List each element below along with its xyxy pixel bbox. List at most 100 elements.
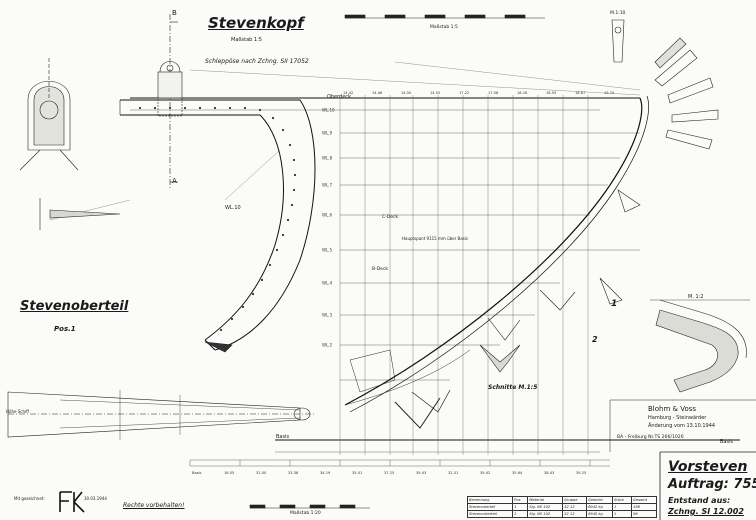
tow-eye (157, 61, 183, 117)
title-block-company: Blohm & Voss (648, 405, 697, 413)
waterline-label: WL.6 (322, 213, 332, 218)
waterline-label: WL.10 (322, 108, 335, 113)
station-label: 14.46 (372, 91, 383, 95)
stamp-logo (59, 491, 85, 513)
hoehe-note: Höhe Schiff (6, 409, 29, 414)
top-scale-label: Maßstab 1:5 (430, 25, 458, 30)
bottom-station-label: 31.00 (256, 471, 267, 475)
station-label: 18.18 (517, 91, 528, 95)
parts-list-header-cell: Pos. (512, 496, 529, 504)
section-two-label: 2 (592, 335, 598, 344)
station-label: 18.55 (546, 91, 556, 95)
bottom-station-label: 16.05 (224, 471, 234, 475)
drawn-date: 30.03.1944 (84, 496, 107, 501)
station-label: 17.22 (459, 91, 469, 95)
parts-list-cell: Sig. NS 102 (527, 503, 564, 511)
parts-list-cell: 6945 kg (586, 510, 613, 518)
tow-eye-note: Schleppöse nach Zchng. SII 17052 (205, 58, 309, 65)
waterline-label: WL.9 (322, 131, 332, 136)
station-label: 18.67 (575, 91, 585, 95)
title-block-derived-from: Entstand aus: (668, 496, 731, 505)
b-deck-label: B-Deck (372, 267, 389, 272)
basis-label: Basis (276, 434, 290, 440)
parts-list-cell: 198 (631, 503, 657, 511)
bottom-station-label: 38.43 (544, 471, 554, 475)
bottom-station-label: 34.19 (320, 471, 331, 475)
detail-m12 (650, 299, 750, 393)
stem-head-profile (119, 99, 316, 353)
top-scale-bar (344, 14, 545, 19)
waterline-label: WL.7 (322, 183, 332, 188)
title-block-archive: BA - Freiburg Nr.TS 266/1026 (617, 435, 684, 440)
bottom-scale-label: Maßstab 1:20 (290, 511, 321, 516)
drawing-title-scale: Maßstab 1:5 (231, 37, 262, 43)
parts-list-cell: 1 (512, 503, 529, 511)
station-label: 19.75 (604, 91, 614, 95)
cross-section-top-left (19, 58, 79, 171)
station-label: 14.42 (343, 91, 353, 95)
parts-list-header-cell: Benennung (466, 496, 514, 504)
title-block-company-city: Hamburg - Steinwärder (648, 415, 707, 421)
basis-label-right: Basis (720, 439, 734, 445)
wl-label: WL.10 (225, 205, 241, 211)
bottom-scale-bar (249, 504, 370, 509)
bottom-station-label: Basis (192, 471, 202, 475)
top-right-scale-label: M.1:10 (610, 11, 626, 16)
upper-part-pos: Pos.1 (54, 325, 76, 333)
station-lines (339, 95, 589, 455)
parts-list-cell: 1 (611, 503, 633, 511)
bottom-station-label: 39.43 (416, 471, 426, 475)
drawing-title: Stevenkopf (208, 14, 304, 32)
parts-list-cell: 52 12 (562, 510, 588, 518)
upper-part-title: Stevenoberteil (20, 299, 129, 314)
section-one-label: 1 (611, 299, 618, 309)
c-deck-label: C-Deck (382, 215, 399, 220)
stem-profile (344, 95, 649, 413)
parts-list-header-cell: Material (527, 496, 564, 504)
bottom-station-label: 35.64 (512, 471, 523, 475)
parts-list-cell: 1 (611, 510, 633, 518)
mid-right-section (599, 189, 641, 305)
parts-list-cell: 98 (631, 510, 657, 518)
title-block-drawing-no: Zchng. SI 12.002 (668, 507, 744, 516)
waterline-label: WL.8 (322, 156, 332, 161)
parts-list-cell: Sig. NS 102 (527, 510, 564, 518)
bottom-ruler (189, 459, 610, 467)
waterlines (130, 97, 740, 453)
deck-label: Oberdeck (327, 94, 352, 100)
station-label: 14.52 (430, 91, 440, 95)
station-label: 17.58 (488, 91, 499, 95)
main-frame-note: Hauptspant 9115 mm über Basis (402, 236, 468, 241)
parts-list-cell: 52 12 (562, 503, 588, 511)
title-block-order: Auftrag: 755/I-2 (668, 477, 756, 492)
waterline-label: WL.3 (322, 313, 332, 318)
bottom-station-label: 37.25 (384, 471, 394, 475)
wedge-section-left (39, 198, 121, 230)
drawn-by-label: Mit gezeichnet: (14, 496, 45, 501)
top-right-sections (611, 19, 719, 150)
section-marker-b: B (172, 9, 177, 17)
stem-sections (349, 289, 576, 429)
waterline-label: WL.2 (322, 343, 332, 348)
waterline-label: WL.4 (322, 281, 332, 286)
parts-list-cell: Stevenunterteil (466, 510, 514, 518)
upper-part-plan (7, 390, 315, 440)
waterline-label: WL.5 (322, 248, 332, 253)
section-marker-a: A (172, 177, 177, 185)
parts-list-cell: 2 (512, 510, 529, 518)
bottom-station-label: 39.25 (576, 471, 586, 475)
bottom-station-label: 39.42 (480, 471, 490, 475)
sections-label: Schnitte M.1:5 (488, 384, 538, 391)
title-block-frame (609, 399, 756, 520)
parts-list-header-cell: Gewicht (586, 496, 613, 504)
parts-list-header-cell: Gesamt (631, 496, 657, 504)
station-label: 14.50 (401, 91, 412, 95)
bottom-station-label: 33.38 (288, 471, 299, 475)
